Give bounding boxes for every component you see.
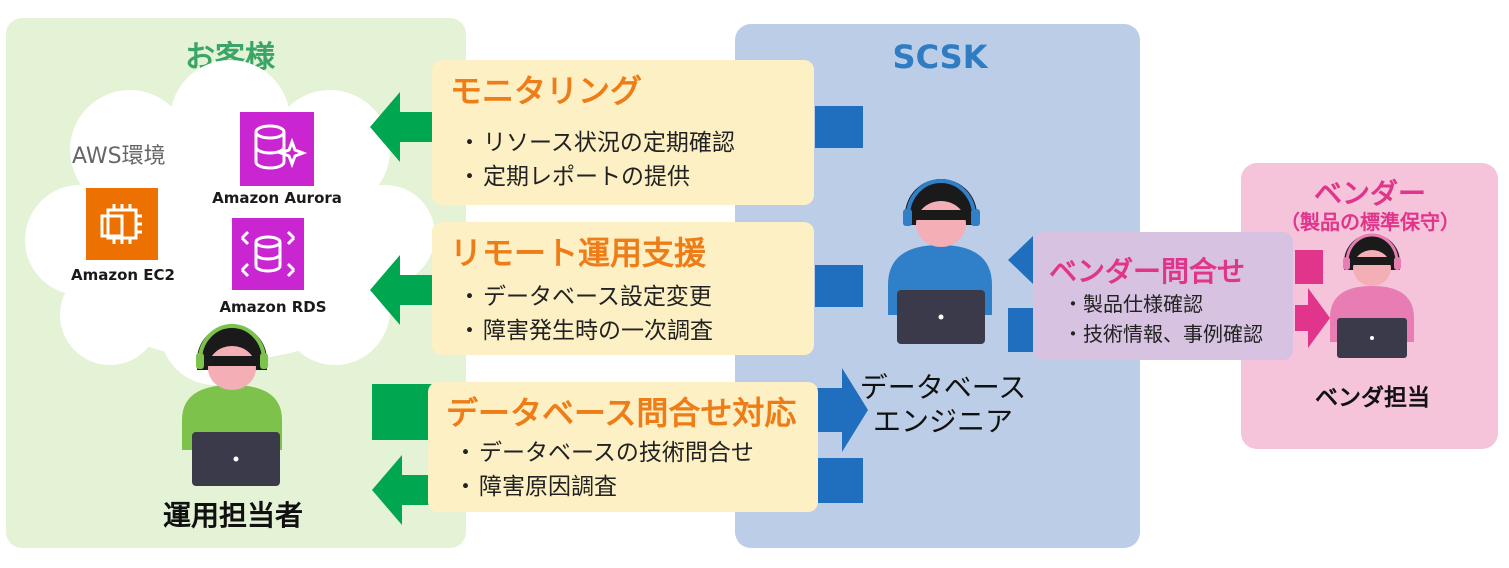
vendor-title: ベンダー <box>1313 177 1426 210</box>
list-item: データベース設定変更 <box>458 280 713 314</box>
ec2-label: Amazon EC2 <box>71 266 175 284</box>
aurora-icon <box>240 112 314 186</box>
engineer-label-line2: エンジニア <box>872 405 1013 438</box>
list-item: データベースの技術問合せ <box>454 436 754 470</box>
vendor-inquiry-item: ・技術情報、事例確認 <box>1063 322 1263 346</box>
list-item: 障害原因調査 <box>454 470 754 504</box>
operator-label: 運用担当者 <box>162 499 303 532</box>
monitoring-title: モニタリング <box>450 72 643 110</box>
monitoring-list: リソース状況の定期確認 定期レポートの提供 <box>458 126 735 194</box>
remote-support-title: リモート運用支援 <box>450 234 707 272</box>
db-inquiry-box: データベース問合せ対応 データベースの技術問合せ 障害原因調査 <box>428 382 818 512</box>
rds-label: Amazon RDS <box>219 298 327 316</box>
vendor-subtitle: （製品の標準保守） <box>1280 210 1460 234</box>
remote-support-box: リモート運用支援 データベース設定変更 障害発生時の一次調査 <box>432 222 814 355</box>
aws-environment-label: AWS環境 <box>72 144 166 169</box>
db-inquiry-title: データベース問合せ対応 <box>446 394 797 432</box>
vendor-inquiry-box: ベンダー問合せ ・製品仕様確認 ・技術情報、事例確認 <box>1033 232 1293 360</box>
vendor-person-label: ベンダ担当 <box>1315 385 1430 411</box>
vendor-inquiry-title: ベンダー問合せ <box>1049 255 1246 288</box>
rds-icon <box>232 218 304 290</box>
scsk-title: SCSK <box>892 38 988 76</box>
ec2-icon <box>86 188 158 260</box>
list-item: リソース状況の定期確認 <box>458 126 735 160</box>
list-item: 障害発生時の一次調査 <box>458 314 713 348</box>
remote-support-list: データベース設定変更 障害発生時の一次調査 <box>458 280 713 348</box>
aurora-label: Amazon Aurora <box>212 189 342 207</box>
list-item: 定期レポートの提供 <box>458 160 735 194</box>
db-inquiry-list: データベースの技術問合せ 障害原因調査 <box>454 436 754 504</box>
monitoring-box: モニタリング リソース状況の定期確認 定期レポートの提供 <box>432 60 814 205</box>
vendor-inquiry-item: ・製品仕様確認 <box>1063 292 1203 316</box>
engineer-label-line1: データベース <box>859 371 1027 404</box>
